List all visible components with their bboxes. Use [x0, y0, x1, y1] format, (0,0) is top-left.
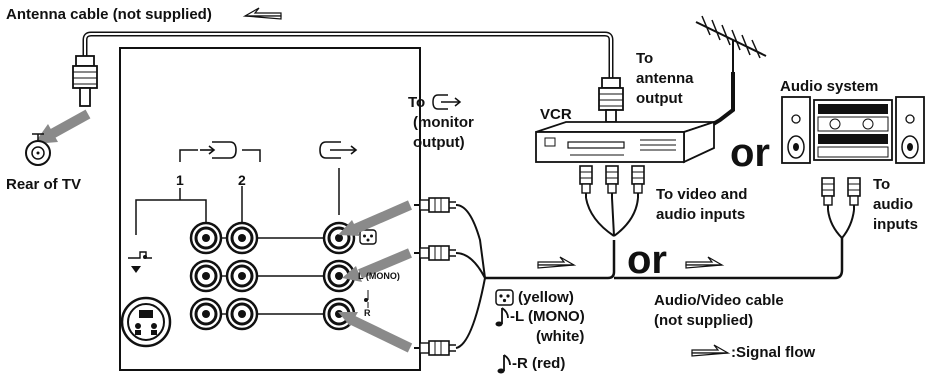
legend-white-l: -L (MONO)	[510, 308, 585, 325]
to-antenna-output-line3: output	[636, 90, 683, 107]
to-audio-inputs-line1: To	[873, 176, 891, 193]
gray-arrow	[338, 200, 413, 353]
video-symbol-icon	[359, 229, 377, 245]
av-cable	[455, 204, 844, 349]
to-monitor-output-line1: (monitor	[413, 114, 474, 131]
input-bracket	[135, 149, 340, 235]
rca-plug-icon	[579, 165, 645, 199]
monitor-output-icon	[319, 141, 358, 159]
to-video-audio-inputs-line1: To video and	[656, 186, 748, 203]
to-audio-inputs-line3: inputs	[873, 216, 918, 233]
to-video-audio-inputs-line2: audio inputs	[656, 206, 746, 223]
av-cable-label-line2: (not supplied)	[654, 312, 754, 329]
monitor-output-icon	[432, 94, 462, 110]
gray-arrow	[47, 109, 91, 140]
mono-jack-label: L (MONO)	[358, 271, 400, 281]
av-cable-label-line1: Audio/Video cable	[654, 292, 784, 309]
audio-system-icon	[781, 96, 925, 164]
vcr-icon	[535, 120, 715, 164]
signal-flow-arrow-icon	[244, 7, 282, 20]
r-jack-label: R	[364, 308, 371, 318]
to-antenna-output-line2: antenna	[636, 70, 694, 87]
s-video-icon	[120, 251, 172, 348]
jack-links	[221, 237, 324, 315]
antenna-cable-label: Antenna cable (not supplied)	[6, 6, 212, 23]
input-1-label: 1	[176, 172, 184, 188]
signal-flow-label: :Signal flow	[731, 344, 816, 361]
rf-connector-icon	[72, 55, 98, 107]
or-label-bottom: or	[627, 238, 667, 282]
vcr-label: VCR	[540, 106, 572, 123]
audio-system-label: Audio system	[780, 78, 879, 95]
tv-antenna-jack	[25, 133, 51, 166]
to-audio-inputs-line2: audio	[873, 196, 913, 213]
antenna-cable	[82, 31, 614, 80]
video-input-icon	[200, 141, 237, 159]
or-label-top: or	[730, 131, 770, 175]
rca-plug-icon	[821, 177, 861, 211]
note-icon	[364, 290, 369, 308]
legend-yellow: (yellow)	[518, 289, 574, 306]
note-icon	[495, 307, 511, 374]
input-2-label: 2	[238, 172, 246, 188]
video-symbol-icon	[495, 289, 514, 306]
rf-connector-icon	[598, 77, 624, 123]
to-monitor-output-line2: output)	[413, 134, 465, 151]
to-monitor-output-to: To	[408, 94, 426, 111]
legend-white: (white)	[536, 328, 585, 345]
to-antenna-output-line1: To	[636, 50, 654, 67]
legend-red: -R (red)	[512, 355, 566, 372]
rear-of-tv-label: Rear of TV	[6, 176, 82, 193]
